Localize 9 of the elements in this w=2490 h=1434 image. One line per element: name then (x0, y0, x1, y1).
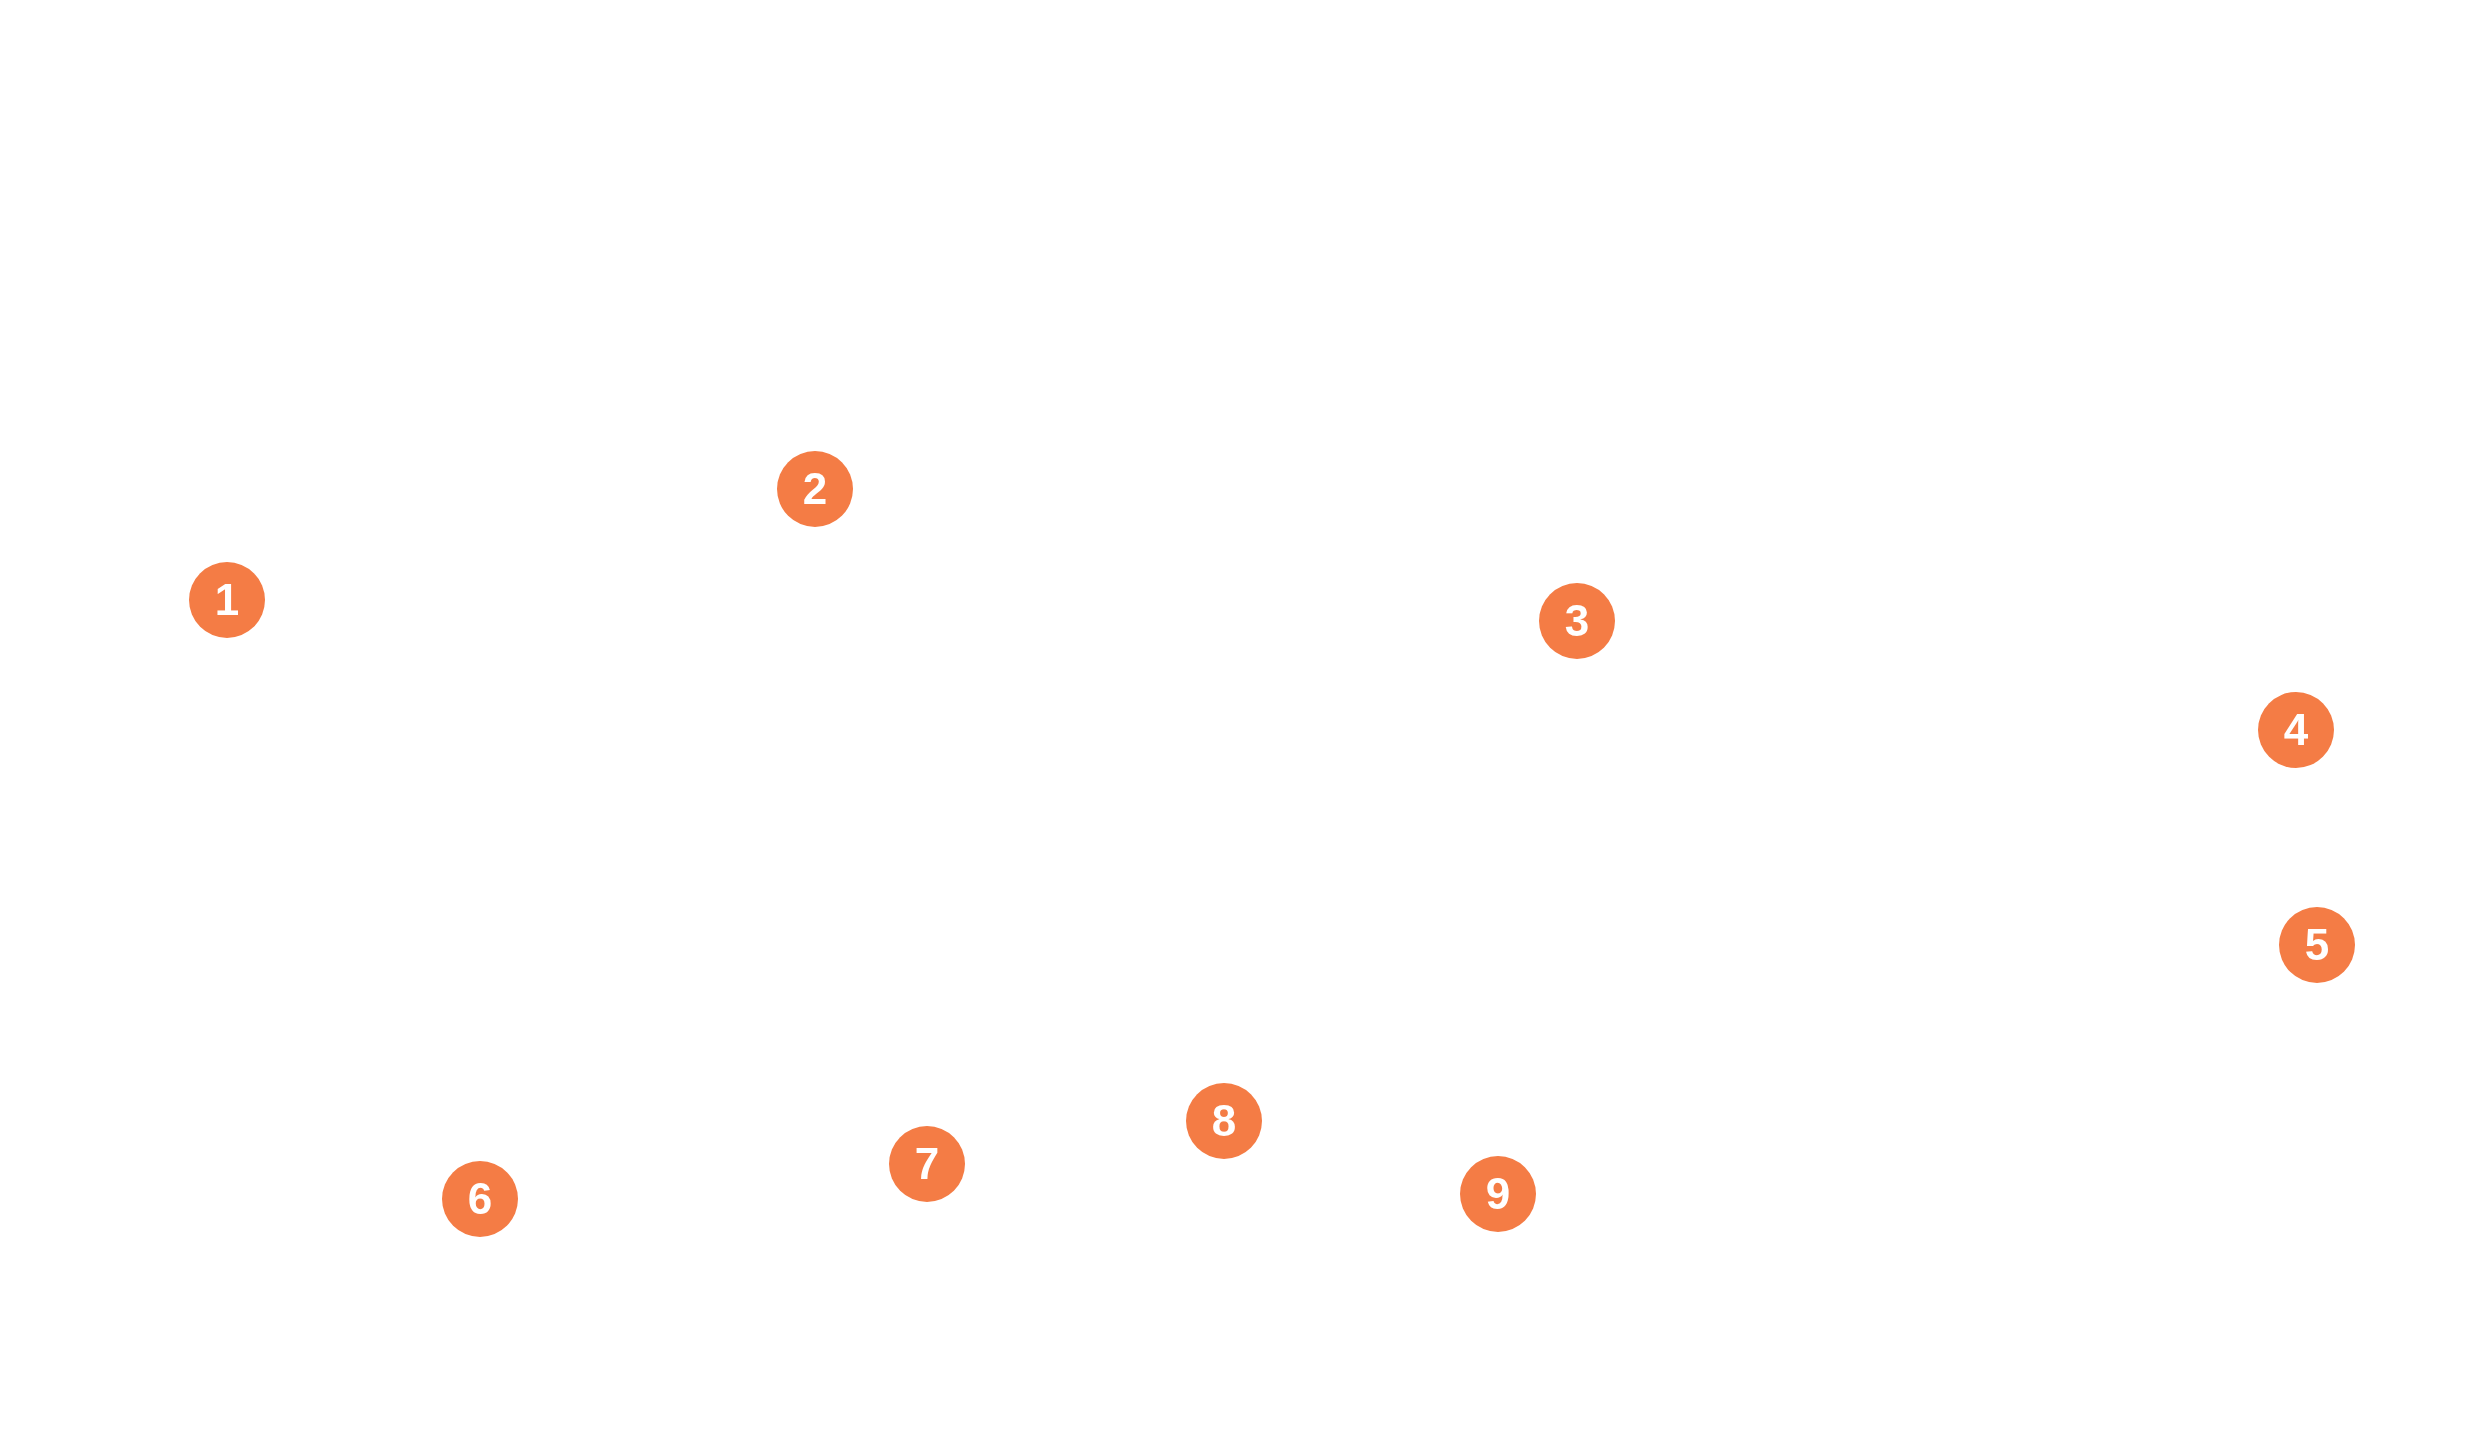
callout-number: 4 (2258, 692, 2334, 768)
callout-number: 2 (777, 451, 853, 527)
callout-number: 7 (889, 1126, 965, 1202)
callout-number: 1 (189, 562, 265, 638)
callout-number: 8 (1186, 1083, 1262, 1159)
callout-number: 6 (442, 1161, 518, 1237)
callout-number: 3 (1539, 583, 1615, 659)
callout-number: 5 (2279, 907, 2355, 983)
callout-number: 9 (1460, 1156, 1536, 1232)
